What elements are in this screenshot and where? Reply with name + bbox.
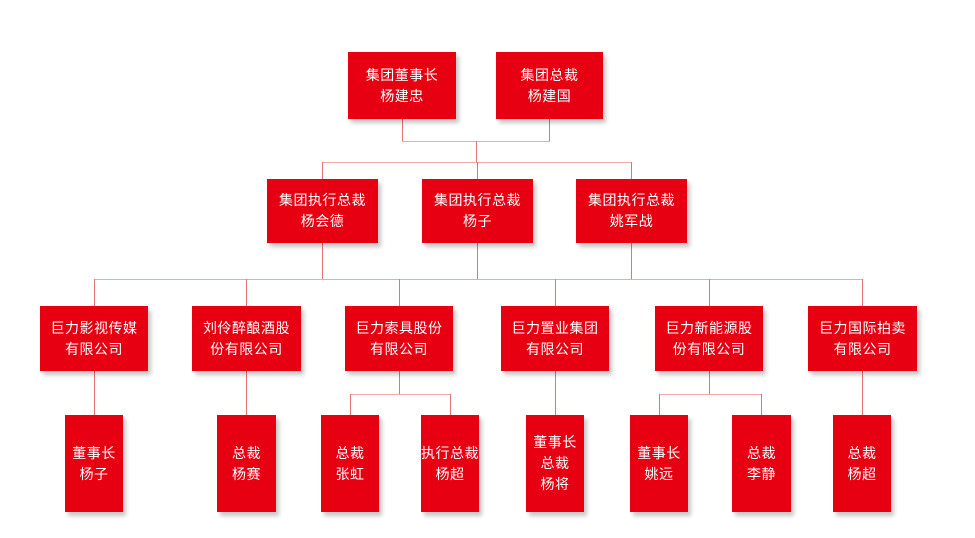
connector-line bbox=[399, 371, 400, 394]
org-node-label: 集团执行总裁 杨会德 bbox=[279, 192, 366, 229]
connector-line bbox=[862, 279, 863, 306]
org-node-label: 巨力影视传媒 有限公司 bbox=[50, 319, 138, 357]
org-node-label: 执行总裁 杨超 bbox=[421, 444, 479, 482]
connector-line bbox=[350, 394, 351, 415]
connector-line bbox=[659, 394, 761, 395]
org-node-label: 集团董事长 杨建忠 bbox=[365, 66, 439, 104]
connector-line bbox=[709, 371, 710, 394]
org-node-label: 董事长 总裁 杨将 bbox=[533, 434, 577, 492]
org-node-company-liquor[interactable]: 刘伶醉酿酒股 份有限公司 bbox=[192, 306, 301, 371]
org-node-label: 董事长 姚远 bbox=[637, 444, 681, 482]
org-node-company-auction[interactable]: 巨力国际拍卖 有限公司 bbox=[808, 306, 917, 371]
connector-line bbox=[631, 243, 632, 279]
org-node-exec-yang-huide[interactable]: 集团执行总裁 杨会德 bbox=[267, 179, 378, 243]
connector-line bbox=[246, 371, 247, 415]
connector-line bbox=[555, 371, 556, 415]
org-node-label: 集团执行总裁 姚军战 bbox=[588, 192, 675, 229]
org-node-label: 刘伶醉酿酒股 份有限公司 bbox=[203, 319, 290, 357]
org-node-company-newenergy[interactable]: 巨力新能源股 份有限公司 bbox=[655, 306, 763, 371]
connector-line bbox=[450, 394, 451, 415]
org-node-leader-li-jing[interactable]: 总裁 李静 bbox=[732, 415, 791, 512]
org-node-leader-yang-chao-exec[interactable]: 执行总裁 杨超 bbox=[421, 415, 479, 512]
org-node-label: 总裁 张虹 bbox=[335, 444, 365, 482]
org-node-label: 巨力新能源股 份有限公司 bbox=[665, 319, 753, 357]
connector-line bbox=[399, 279, 400, 306]
org-node-label: 巨力置业集团 有限公司 bbox=[511, 319, 599, 357]
org-node-leader-yang-chao[interactable]: 总裁 杨超 bbox=[833, 415, 891, 512]
connector-line bbox=[631, 162, 632, 180]
connector-line bbox=[477, 243, 478, 279]
org-node-exec-yang-zi[interactable]: 集团执行总裁 杨子 bbox=[422, 179, 533, 243]
connector-line bbox=[761, 394, 762, 415]
connector-line bbox=[94, 279, 95, 306]
org-node-company-realestate[interactable]: 巨力置业集团 有限公司 bbox=[501, 306, 609, 371]
org-node-company-rigging[interactable]: 巨力索具股份 有限公司 bbox=[345, 306, 453, 371]
org-node-group-president[interactable]: 集团总裁 杨建国 bbox=[496, 52, 603, 119]
org-node-exec-yao-junzhan[interactable]: 集团执行总裁 姚军战 bbox=[576, 179, 687, 243]
connector-line bbox=[322, 162, 323, 180]
org-node-label: 巨力索具股份 有限公司 bbox=[355, 319, 443, 357]
connector-line bbox=[709, 279, 710, 306]
connector-line bbox=[246, 279, 247, 306]
connector-line bbox=[549, 119, 550, 141]
org-node-label: 总裁 李静 bbox=[747, 444, 776, 482]
connector-line bbox=[555, 279, 556, 306]
connector-line bbox=[862, 371, 863, 415]
org-node-label: 集团总裁 杨建国 bbox=[520, 66, 579, 104]
org-node-label: 董事长 杨子 bbox=[72, 444, 116, 482]
connector-line bbox=[322, 243, 323, 279]
connector-line bbox=[94, 279, 862, 280]
connector-line bbox=[477, 162, 478, 180]
org-node-label: 巨力国际拍卖 有限公司 bbox=[819, 319, 906, 357]
org-node-leader-yao-yuan[interactable]: 董事长 姚远 bbox=[630, 415, 688, 512]
connector-line bbox=[350, 394, 450, 395]
org-node-leader-zhang-hong[interactable]: 总裁 张虹 bbox=[321, 415, 379, 512]
org-node-leader-yang-sai[interactable]: 总裁 杨赛 bbox=[217, 415, 276, 512]
connector-line bbox=[659, 394, 660, 415]
org-node-label: 总裁 杨赛 bbox=[232, 444, 261, 482]
org-node-leader-yang-zi[interactable]: 董事长 杨子 bbox=[65, 415, 123, 512]
org-node-company-media[interactable]: 巨力影视传媒 有限公司 bbox=[40, 306, 148, 371]
org-node-label: 总裁 杨超 bbox=[847, 444, 877, 482]
connector-line bbox=[94, 371, 95, 415]
connector-line bbox=[402, 119, 403, 141]
connector-line bbox=[476, 141, 477, 162]
org-node-group-chairman[interactable]: 集团董事长 杨建忠 bbox=[348, 52, 456, 119]
org-node-leader-yang-jiang[interactable]: 董事长 总裁 杨将 bbox=[526, 415, 584, 512]
org-node-label: 集团执行总裁 杨子 bbox=[434, 192, 521, 229]
